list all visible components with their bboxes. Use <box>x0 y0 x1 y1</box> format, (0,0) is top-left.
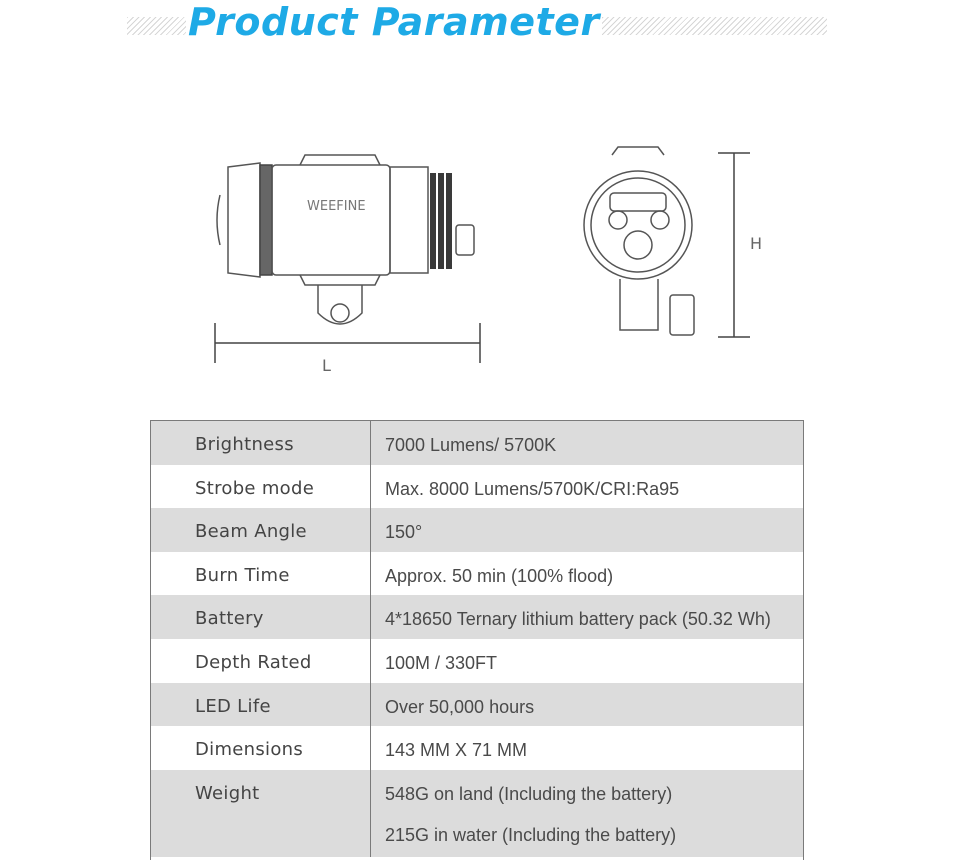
spec-value: 4*18650 Ternary lithium battery pack (50… <box>385 609 771 630</box>
spec-value: Max. 8000 Lumens/5700K/CRI:Ra95 <box>385 478 680 499</box>
table-row: Dimensions 143 MM X 71 MM <box>151 726 803 770</box>
table-row: Depth Rated 100M / 330FT <box>151 638 803 683</box>
table-row: Battery 4*18650 Ternary lithium battery … <box>151 595 803 639</box>
front-view-light <box>583 146 695 336</box>
spec-value-line: 215G in water (Including the battery) <box>385 824 677 845</box>
table-row: Strobe mode Max. 8000 Lumens/5700K/CRI:R… <box>151 464 803 509</box>
spec-label: Burn Time <box>151 551 371 596</box>
spec-label: Weight <box>151 769 371 857</box>
spec-value: 150° <box>385 522 423 543</box>
table-row: Beam Angle 150° <box>151 508 803 552</box>
length-dimension-label: L <box>322 356 331 375</box>
spec-value: 143 MM X 71 MM <box>385 740 528 761</box>
spec-label: Depth Rated <box>151 638 371 683</box>
spec-label: Dimensions <box>151 726 371 770</box>
spec-label: Beam Angle <box>151 508 371 552</box>
page-title: Product Parameter <box>186 0 602 44</box>
spec-value: Over 50,000 hours <box>385 696 535 717</box>
spec-value: 7000 Lumens/ 5700K <box>385 435 557 455</box>
product-technical-drawing: WEEFINE <box>214 146 750 363</box>
spec-value: 548G on land (Including the battery) 215… <box>371 770 803 857</box>
height-dimension-label: H <box>750 234 763 253</box>
spec-value: Approx. 50 min (100% flood) <box>385 565 614 586</box>
spec-label: Battery <box>151 595 371 639</box>
brand-logo-text: WEEFINE <box>307 199 366 214</box>
table-row: Brightness 7000 Lumens/ 5700K <box>151 421 803 465</box>
spec-value: 100M / 330FT <box>385 652 498 673</box>
side-view-light <box>216 154 475 325</box>
spec-table: Brightness 7000 Lumens/ 5700K Strobe mod… <box>150 420 804 860</box>
spec-label: Strobe mode <box>151 464 371 509</box>
spec-label: LED Life <box>151 682 371 727</box>
table-row: Weight 548G on land (Including the batte… <box>151 769 803 857</box>
spec-label: Brightness <box>151 421 371 465</box>
table-row: Burn Time Approx. 50 min (100% flood) <box>151 551 803 596</box>
spec-value-line: 548G on land (Including the battery) <box>385 783 673 804</box>
table-row: LED Life Over 50,000 hours <box>151 682 803 727</box>
